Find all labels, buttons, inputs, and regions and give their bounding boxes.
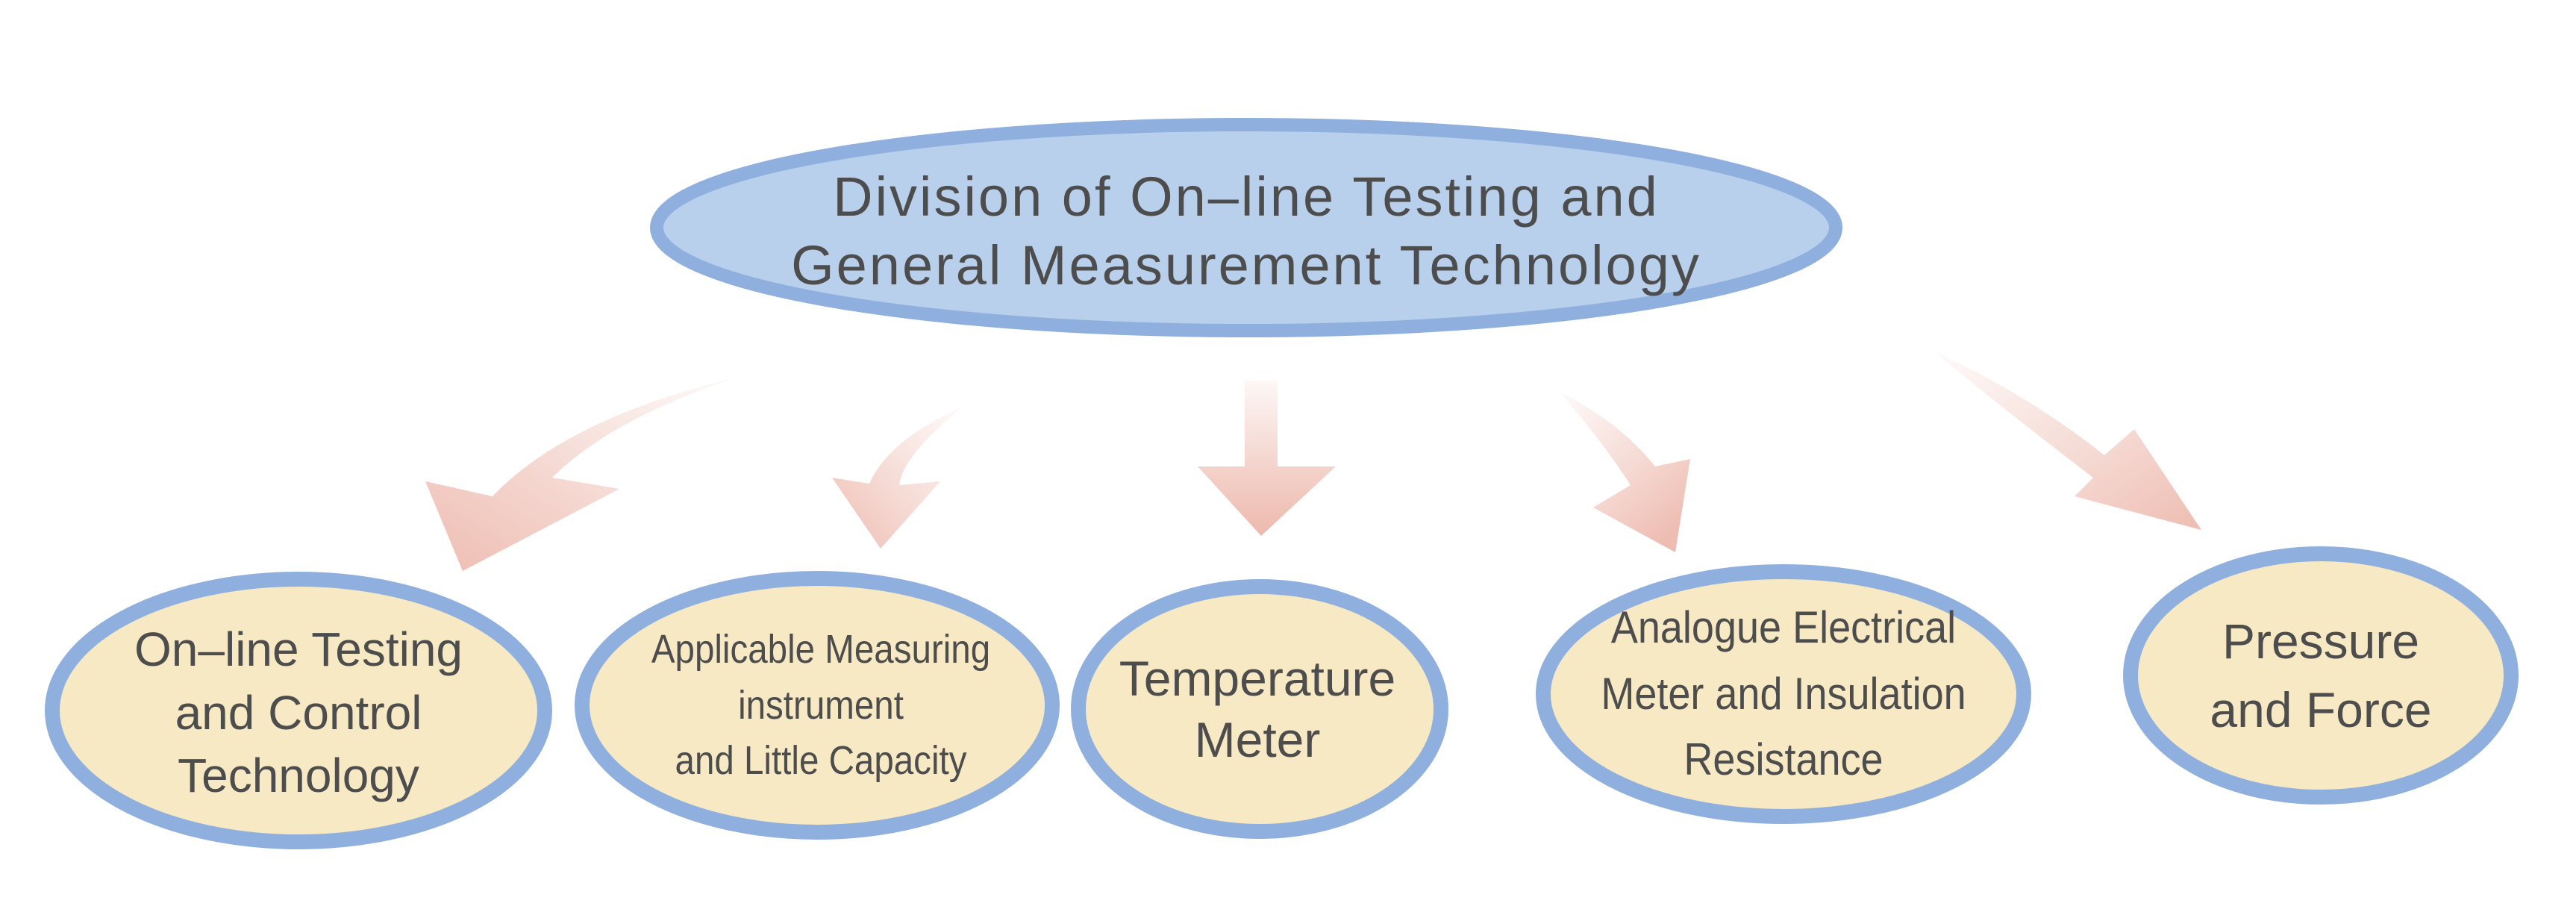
root-label-line: Division of On–line Testing and xyxy=(833,165,1660,228)
child-label-line: Applicable Measuring xyxy=(651,627,991,672)
child-label-line: On–line Testing xyxy=(134,622,463,677)
child-label-line: and Control xyxy=(175,685,422,740)
child-label-line: and Force xyxy=(2210,682,2432,737)
root-node-label: Division of On–line Testing and General … xyxy=(642,131,1851,332)
child-label-line: Meter xyxy=(1194,712,1321,767)
child-node-2-label: Applicable Measuring instrument and Litt… xyxy=(617,582,1025,828)
arrow-1 xyxy=(425,377,739,571)
child-node-1 xyxy=(45,572,552,849)
child-node-3 xyxy=(1071,579,1448,839)
child-node-4-label: Analogue Electrical Meter and Insulation… xyxy=(1569,575,1998,814)
arrow-5 xyxy=(1933,351,2201,530)
child-label-line: Meter and Insulation xyxy=(1601,668,1966,719)
child-label-line: Temperature xyxy=(1119,650,1396,706)
child-node-5 xyxy=(2123,546,2519,805)
arrow-3 xyxy=(1198,381,1336,536)
child-label-line: Pressure xyxy=(2222,613,2420,669)
child-node-4 xyxy=(1536,564,2031,824)
child-node-5-label: Pressure and Force xyxy=(2134,552,2507,799)
child-node-2 xyxy=(575,571,1060,840)
child-label-line: Technology xyxy=(178,749,419,803)
root-node xyxy=(650,118,1842,337)
child-label-line: and Little Capacity xyxy=(675,738,967,784)
arrow-4 xyxy=(1560,392,1690,552)
child-label-line: Resistance xyxy=(1684,734,1883,785)
child-label-line: instrument xyxy=(738,682,904,728)
child-node-3-label: Temperature Meter xyxy=(1075,590,1440,828)
arrow-2 xyxy=(832,407,963,549)
root-label-line: General Measurement Technology xyxy=(791,234,1701,296)
child-node-1-label: On–line Testing and Control Technology xyxy=(52,582,545,843)
child-label-line: Analogue Electrical xyxy=(1610,602,1957,652)
